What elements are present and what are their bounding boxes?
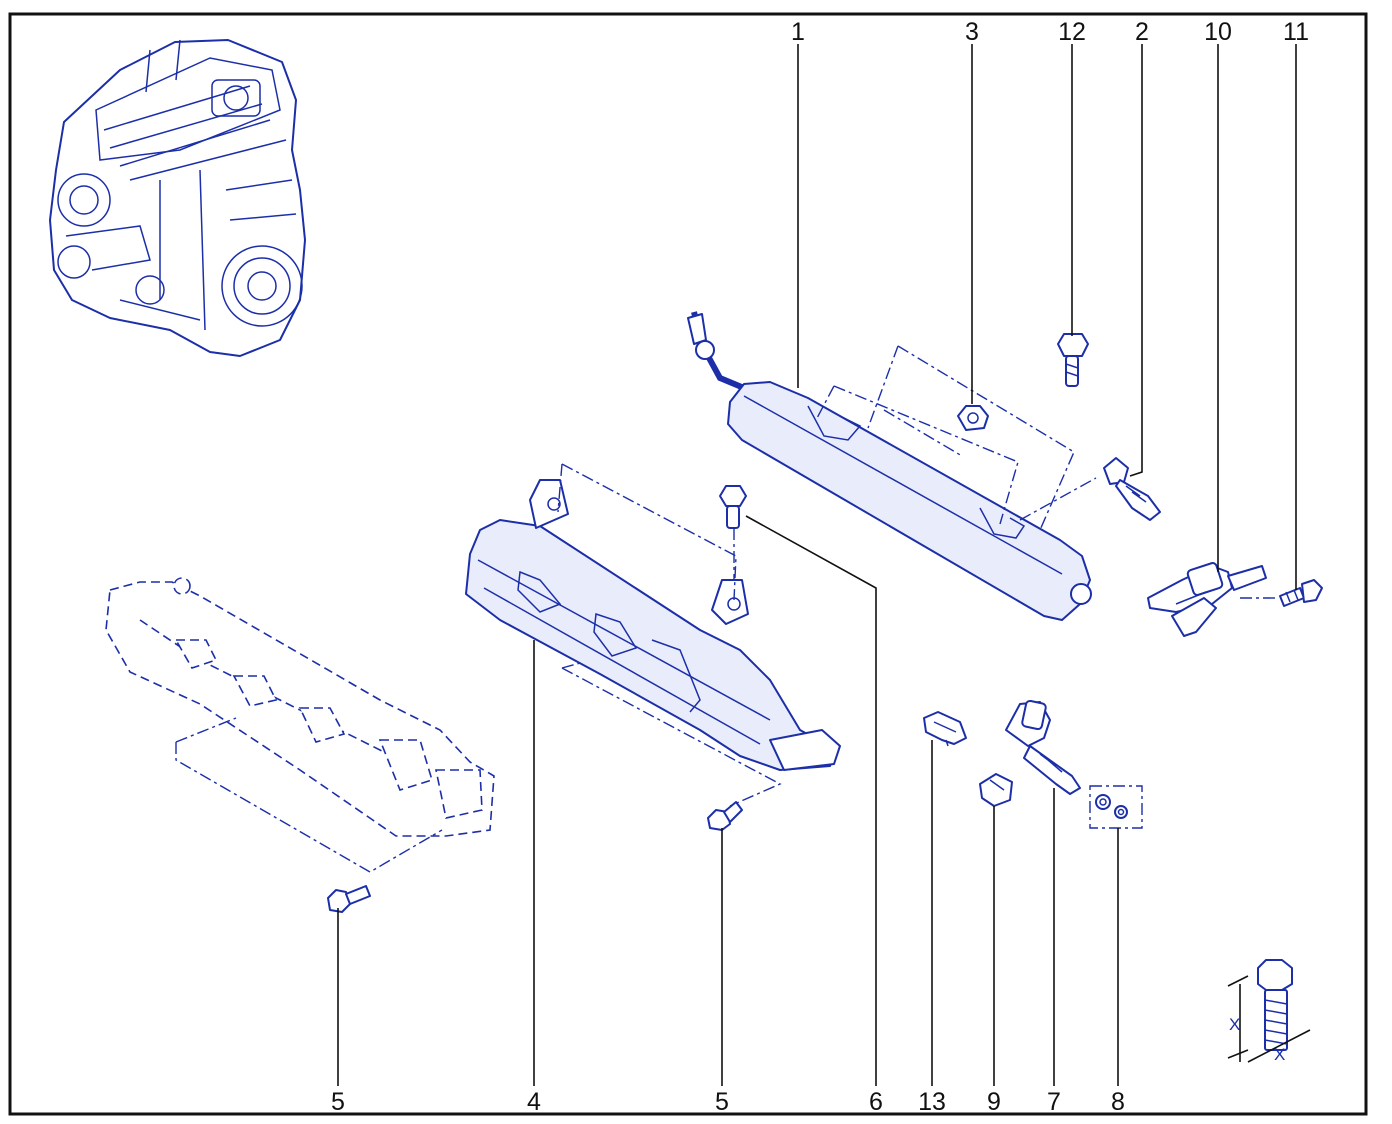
callout-2: 2 [1135,18,1149,46]
callout-9: 9 [987,1088,1001,1116]
pressure-sensor-part-2 [1103,457,1161,521]
callout-numbers: 1 3 12 2 10 11 5 4 5 6 13 9 7 8 [331,18,1309,1116]
screw-part-12 [1057,333,1089,387]
callout-8: 8 [1111,1088,1125,1116]
bolt-part-5-middle [707,801,743,831]
callout-5-middle: 5 [715,1088,729,1116]
bolt-part-11 [1279,579,1323,607]
tightening-mark-horizontal: X [1274,1045,1285,1064]
nut-part-3 [957,405,989,431]
fuel-coupling-part-10 [1147,562,1267,637]
callout-4: 4 [527,1088,541,1116]
assembly-lines [175,345,1278,873]
callout-6: 6 [869,1088,883,1116]
exhaust-manifold-ghost [105,577,495,837]
callout-7: 7 [1047,1088,1061,1116]
bolt-part-6 [719,485,747,529]
callout-5-left: 5 [331,1088,345,1116]
fuel-rail-part-1 [687,311,1092,621]
callout-12: 12 [1058,18,1086,46]
clip-part-13 [923,711,967,747]
heat-shield-part-4 [465,479,841,771]
callout-13: 13 [918,1088,946,1116]
callout-10: 10 [1204,18,1232,46]
bolt-tightening-detail: X X [1227,959,1311,1064]
engine-overview-illustration [49,39,306,357]
leader-lines [337,44,1297,1086]
seals-part-8 [1089,785,1143,829]
injector-part-7 [1005,699,1081,795]
callout-1: 1 [791,18,805,46]
callout-11: 11 [1283,18,1309,46]
callout-3: 3 [965,18,979,46]
bolt-part-5-left [327,885,371,913]
tightening-mark-vertical: X [1229,1015,1240,1034]
diagram-frame [8,12,1368,1116]
clip-part-9 [979,773,1013,807]
